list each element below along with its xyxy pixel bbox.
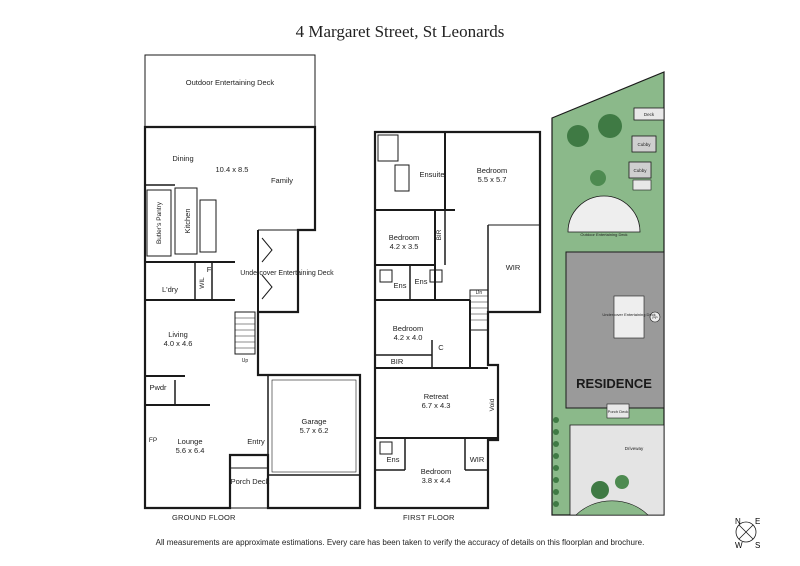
site-label-undercover: Undercover Entertaining Deck bbox=[602, 312, 655, 317]
site-label-outdoor: Outdoor Entertaining Deck bbox=[580, 232, 627, 237]
label-laundry: L'dry bbox=[162, 285, 178, 294]
label-bedroom-2: Bedroom bbox=[389, 233, 419, 242]
site-label-pp: PP bbox=[652, 315, 658, 320]
label-butlers-pantry: Butler's Pantry bbox=[156, 201, 163, 244]
label-bedroom-4: Bedroom bbox=[421, 467, 451, 476]
compass-w: W bbox=[735, 541, 743, 550]
label-bir-1: BIR bbox=[436, 229, 443, 240]
label-bedroom-3: Bedroom bbox=[393, 324, 423, 333]
label-entry: Entry bbox=[247, 437, 265, 446]
label-lounge-dims: 5.6 x 6.4 bbox=[176, 446, 205, 455]
outdoor-deck-outline bbox=[144, 54, 316, 128]
site-label-residence: RESIDENCE bbox=[576, 376, 652, 391]
label-ens-1: Ens bbox=[394, 281, 407, 290]
label-bedroom-1: Bedroom bbox=[477, 166, 507, 175]
disclaimer-text: All measurements are approximate estimat… bbox=[155, 538, 645, 547]
label-dining-dims: 10.4 x 8.5 bbox=[216, 165, 249, 174]
label-bedroom-2-dims: 4.2 x 3.5 bbox=[390, 242, 419, 251]
label-retreat: Retreat bbox=[424, 392, 450, 401]
compass-s: S bbox=[755, 541, 760, 550]
compass-icon: N E W S bbox=[735, 517, 760, 550]
label-c: C bbox=[438, 343, 444, 352]
label-up: Up bbox=[242, 358, 249, 364]
label-fp: FP bbox=[149, 437, 157, 444]
label-f: F bbox=[207, 265, 212, 274]
label-bir-2: BIR bbox=[391, 357, 404, 366]
label-pwdr: Pwdr bbox=[149, 383, 167, 392]
label-ensuite: Ensuite bbox=[419, 170, 444, 179]
site-label-deck: Deck bbox=[644, 112, 655, 117]
garage-walls bbox=[267, 374, 361, 476]
first-main-walls bbox=[373, 130, 542, 510]
label-undercover-deck: Undercover Entertaining Deck bbox=[240, 270, 334, 277]
label-void: Void bbox=[489, 398, 496, 411]
label-living: Living bbox=[168, 330, 188, 339]
label-lounge: Lounge bbox=[177, 437, 202, 446]
ground-floor-plan bbox=[143, 54, 362, 510]
site-plan bbox=[551, 71, 665, 516]
page-title: 4 Margaret Street, St Leonards bbox=[295, 22, 505, 41]
site-label-porch: Porch Deck bbox=[608, 409, 629, 414]
label-family: Family bbox=[271, 176, 293, 185]
label-ens-2: Ens bbox=[415, 277, 428, 286]
label-porch-deck: Porch Deck bbox=[231, 477, 270, 486]
label-wir-2: WIR bbox=[470, 455, 485, 464]
ground-floor-label: GROUND FLOOR bbox=[172, 513, 236, 522]
label-retreat-dims: 6.7 x 4.3 bbox=[422, 401, 451, 410]
label-outdoor-deck: Outdoor Entertaining Deck bbox=[186, 78, 275, 87]
site-label-cubby-2: Cubby bbox=[633, 168, 647, 173]
compass-e: E bbox=[755, 517, 760, 526]
label-kitchen: Kitchen bbox=[183, 208, 192, 233]
label-bedroom-3-dims: 4.2 x 4.0 bbox=[394, 333, 423, 342]
label-bedroom-1-dims: 5.5 x 5.7 bbox=[478, 175, 507, 184]
first-floor-label: FIRST FLOOR bbox=[403, 513, 455, 522]
label-wir-1: WIR bbox=[506, 263, 521, 272]
label-garage-dims: 5.7 x 6.2 bbox=[300, 426, 329, 435]
site-label-driveway: Driveway bbox=[625, 446, 644, 451]
label-ens-3: Ens bbox=[387, 455, 400, 464]
label-dn: Dn bbox=[476, 290, 483, 296]
compass-n: N bbox=[735, 517, 741, 526]
site-label-cubby-1: Cubby bbox=[637, 142, 651, 147]
label-living-dims: 4.0 x 4.6 bbox=[164, 339, 193, 348]
first-floor-plan bbox=[373, 130, 542, 510]
label-bedroom-4-dims: 3.8 x 4.4 bbox=[422, 476, 451, 485]
label-wil: WIL bbox=[199, 277, 206, 289]
label-dining: Dining bbox=[172, 154, 193, 163]
label-garage: Garage bbox=[301, 417, 326, 426]
